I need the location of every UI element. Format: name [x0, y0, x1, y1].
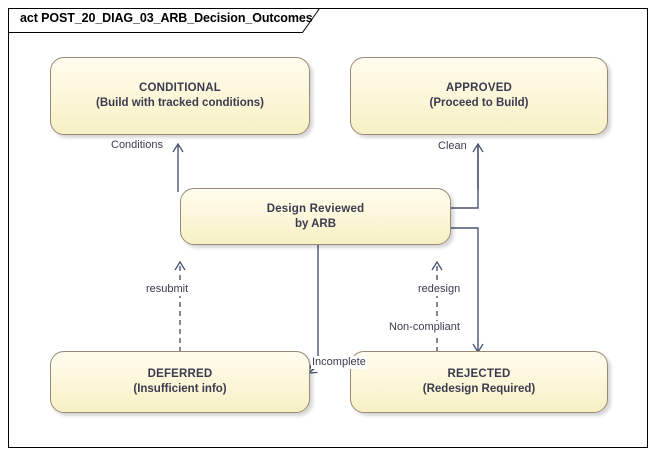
edge-label-resubmit: resubmit	[145, 283, 190, 296]
edge-label-incomplete: Incomplete	[311, 356, 367, 369]
node-approved[interactable]: APPROVED (Proceed to Build)	[350, 57, 608, 135]
diagram-title: act POST_20_DIAG_03_ARB_Decision_Outcome…	[20, 11, 313, 25]
edge-label-clean: Clean	[437, 140, 468, 153]
node-rejected-title: REJECTED	[447, 368, 511, 380]
node-conditional-title: CONDITIONAL	[138, 82, 222, 94]
edge-label-redesign: redesign	[417, 283, 462, 296]
node-approved-title: APPROVED	[445, 82, 513, 94]
edge-clean	[451, 142, 484, 209]
node-conditional[interactable]: CONDITIONAL (Build with tracked conditio…	[50, 57, 310, 135]
edge-incomplete	[306, 245, 319, 374]
diagram-frame	[8, 8, 648, 448]
node-approved-subtitle: (Proceed to Build)	[429, 97, 529, 109]
node-design-reviewed-title: Design Reviewed	[266, 202, 365, 215]
frame-tab-shape	[8, 8, 320, 33]
node-design-reviewed-subtitle: by ARB	[294, 217, 337, 230]
node-rejected[interactable]: REJECTED (Redesign Required)	[350, 351, 608, 413]
node-rejected-subtitle: (Redesign Required)	[422, 383, 536, 395]
node-design-reviewed[interactable]: Design Reviewed by ARB	[180, 188, 451, 245]
diagram-frame-tab: act POST_20_DIAG_03_ARB_Decision_Outcome…	[8, 8, 320, 33]
node-deferred[interactable]: DEFERRED (Insufficient info)	[50, 351, 310, 413]
node-deferred-title: DEFERRED	[147, 368, 213, 380]
node-deferred-subtitle: (Insufficient info)	[133, 383, 227, 395]
edge-label-non-compliant: Non-compliant	[388, 321, 461, 334]
edge-label-conditions: Conditions	[110, 139, 164, 152]
node-conditional-subtitle: (Build with tracked conditions)	[95, 97, 265, 109]
edge-non-compliant	[451, 227, 484, 354]
